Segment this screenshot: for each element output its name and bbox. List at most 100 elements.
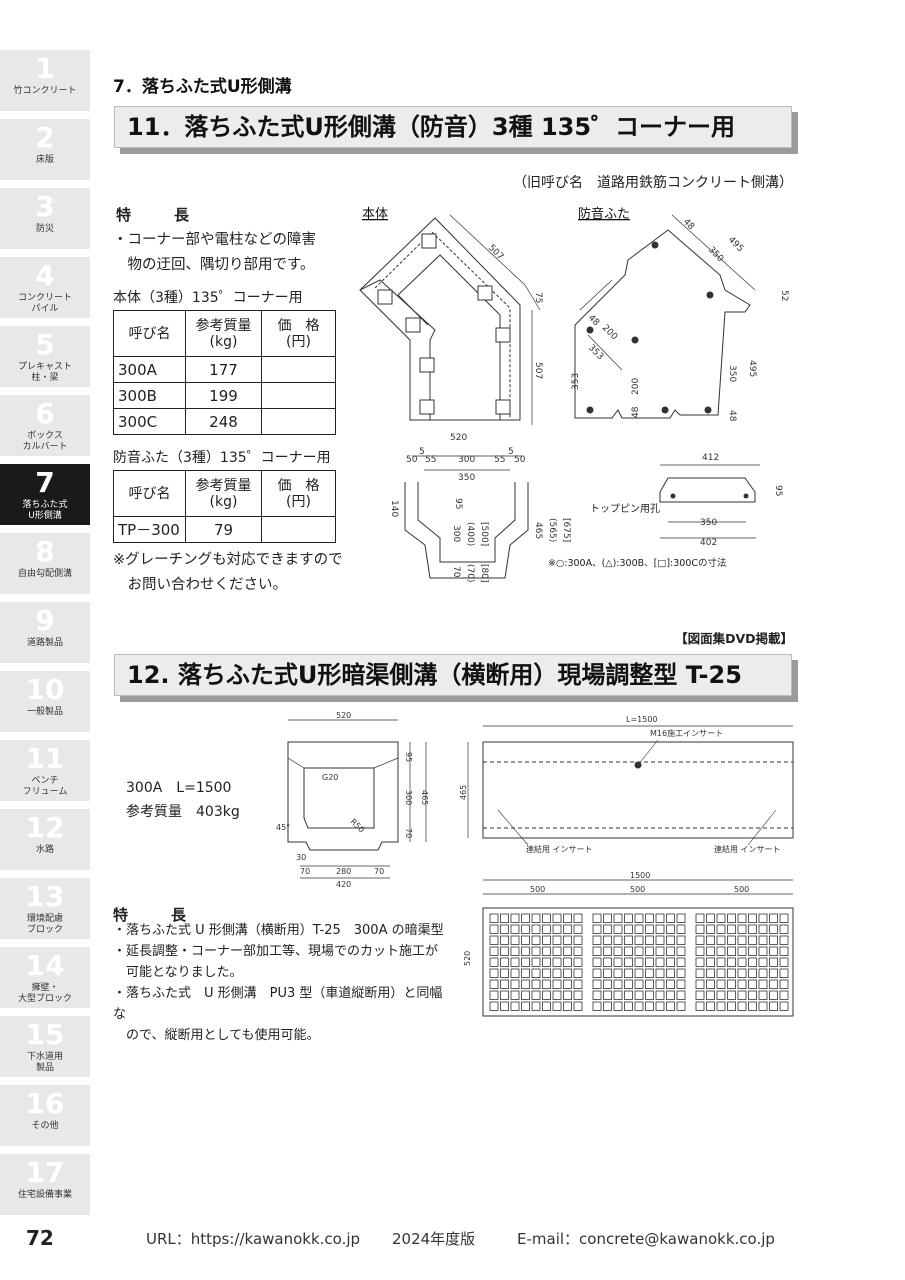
grating-cell <box>563 979 572 989</box>
grating-cell <box>613 924 623 934</box>
grating-cell <box>748 1001 757 1011</box>
grating-cell <box>706 946 715 956</box>
grating-cell <box>716 979 726 989</box>
grating-cell <box>645 990 654 1000</box>
grating-cell <box>531 913 541 923</box>
tab-label: 一般製品 <box>26 707 63 717</box>
grating-cell <box>779 924 789 934</box>
tab-label: 道路製品 <box>26 638 63 648</box>
dim-lidsec-402: 402 <box>700 538 717 548</box>
tab-num: 5 <box>35 328 55 361</box>
grating-cell <box>645 1001 654 1011</box>
body-section-view: 520 50 5 55 300 55 5 50 350 95 140 300 (… <box>389 433 571 582</box>
grating-cell <box>542 979 551 989</box>
grating-cell <box>613 990 623 1000</box>
dim-t25-70b: 70 <box>374 867 384 876</box>
grating-cell <box>592 990 602 1000</box>
grating-cell <box>706 968 715 978</box>
grating-cell <box>634 913 644 923</box>
dim-t25-70v: 70 <box>404 828 413 838</box>
grating-cell <box>603 924 612 934</box>
grating-cell <box>758 913 768 923</box>
footer-email[interactable]: E-mail：concrete@kawanokk.co.jp <box>517 1230 775 1248</box>
grating-cell <box>676 968 686 978</box>
grating-cell <box>573 913 583 923</box>
tab-label: 下水道用 製品 <box>26 1052 63 1073</box>
dvd-badge: 【図面集DVD掲載】 <box>675 631 793 646</box>
grating-cell <box>500 935 509 945</box>
tab-num: 14 <box>25 949 65 982</box>
grating-cell <box>521 1001 530 1011</box>
grating-cell <box>489 968 499 978</box>
dim-t25-70a: 70 <box>300 867 310 876</box>
grating-cell <box>779 1001 789 1011</box>
grating-cell <box>769 968 778 978</box>
product-mass: 参考質量 403kg <box>126 804 240 820</box>
grating-cell <box>676 946 686 956</box>
dim-lid-48b: 48 <box>586 313 601 328</box>
cell-name: 300A <box>113 356 186 383</box>
grating-cell <box>552 979 562 989</box>
grating-cell <box>676 979 686 989</box>
grating-cell <box>531 968 541 978</box>
dim-sec-50a: 50 <box>406 455 418 465</box>
grating-cell <box>748 946 757 956</box>
grating-cell <box>592 924 602 934</box>
grating-cell <box>655 968 665 978</box>
dim-sec-565: (565) <box>547 518 557 542</box>
grating-cell <box>779 946 789 956</box>
tab-label: 落ちふた式 U形側溝 <box>22 500 68 521</box>
dim-sec-5a: 5 <box>419 447 425 457</box>
footer-year: 2024年度版 <box>392 1230 476 1248</box>
cell-price <box>261 382 336 409</box>
footer-url[interactable]: URL：https://kawanokk.co.jp <box>146 1230 361 1248</box>
grating-cell <box>531 957 541 967</box>
tab-num: 10 <box>25 673 65 706</box>
grating-cell <box>769 913 778 923</box>
grating-cell <box>552 913 562 923</box>
grating-cell <box>592 935 602 945</box>
grating-cell <box>727 979 736 989</box>
grating-cell <box>624 968 633 978</box>
dim-t25-r50: R50 <box>349 817 367 835</box>
cell-name: TP－300 <box>113 516 186 543</box>
grating-cell <box>666 1001 675 1011</box>
dim-t25-300: 300 <box>404 790 413 805</box>
grating-cell <box>510 979 520 989</box>
grating-cell <box>645 946 654 956</box>
grating-cell <box>531 924 541 934</box>
grating-cell <box>624 979 633 989</box>
tab-label: 水路 <box>35 845 54 855</box>
grating-cell <box>769 979 778 989</box>
body-plan-view: 507 75 507 <box>359 214 543 425</box>
dim-t25-420: 420 <box>336 880 351 889</box>
drawing-note: ※○:300A、(△):300B、[□]:300Cの寸法 <box>548 557 727 569</box>
th-name: 呼び名 <box>113 470 186 517</box>
grating-cell <box>634 968 644 978</box>
grating-cell <box>603 935 612 945</box>
tab-label: コンクリート パイル <box>17 293 72 314</box>
grating-cell <box>489 946 499 956</box>
grating-cell <box>552 968 562 978</box>
grating-cell <box>748 913 757 923</box>
table2-caption: 防音ふた（3種）135゜コーナー用 <box>113 450 331 466</box>
grating-cell <box>510 946 520 956</box>
